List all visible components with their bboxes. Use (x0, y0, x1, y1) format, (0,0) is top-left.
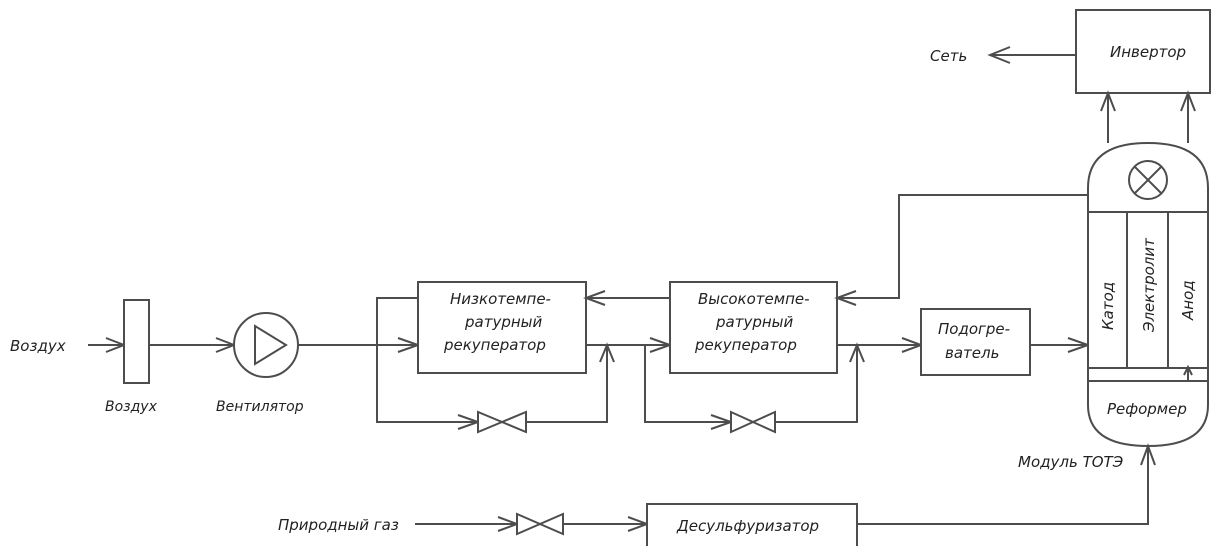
high-bypass-line (644, 345, 731, 423)
grid-label: Сеть (930, 47, 967, 65)
reformer-label: Реформер (1107, 400, 1187, 418)
arrow-icon (1183, 364, 1193, 376)
cathode-label: Катод (1099, 282, 1117, 330)
air-inlet-label: Воздух (10, 337, 66, 355)
valve-icon (730, 410, 756, 434)
valve-icon (499, 410, 527, 434)
low-recuperator-label-line1: Низкотемпе- (450, 290, 551, 308)
high-recuperator-label-line1: Высокотемпе- (698, 290, 810, 308)
arrow-icon (1180, 90, 1196, 112)
low-recuperator-label-line3: рекуператор (443, 336, 546, 354)
low-recuperator-label-line2: ратурный (464, 313, 543, 331)
arrow-icon (583, 290, 606, 306)
cross-icon (1134, 166, 1162, 194)
desulfurizer-label: Десульфуризатор (676, 517, 819, 535)
low-temp-recuperator (417, 281, 587, 374)
valve-icon (516, 512, 543, 536)
arrow-icon (987, 46, 1011, 64)
fan-symbol (233, 312, 299, 378)
valve-icon (537, 512, 564, 536)
heater-block (920, 308, 1031, 376)
fan-label: Вентилятор (216, 399, 304, 415)
high-bypass-return-line (775, 345, 858, 423)
inverter-label: Инвертор (1110, 43, 1186, 61)
low-bypass-line (376, 297, 478, 423)
high-temp-recuperator (669, 281, 838, 374)
valve-icon (477, 410, 505, 434)
exhaust-return-line (837, 194, 1088, 299)
heater-label-line2: ватель (945, 344, 999, 362)
electrolyte-label: Электролит (1140, 237, 1158, 333)
filter-label: Воздух (105, 399, 158, 415)
desulfurizer-to-reformer-line (857, 446, 1149, 525)
fan-triangle-icon (254, 324, 288, 366)
valve-icon (750, 410, 776, 434)
module-label: Модуль ТОТЭ (1018, 453, 1124, 471)
arrow-icon (1140, 443, 1156, 466)
filter-block (123, 299, 150, 384)
anode-label: Анод (1179, 280, 1197, 321)
arrow-icon (834, 290, 857, 306)
high-recuperator-label-line2: ратурный (715, 313, 794, 331)
heater-label-line1: Подогре- (938, 320, 1010, 338)
natural-gas-label: Природный газ (278, 516, 399, 534)
arrow-icon (1100, 90, 1116, 112)
cell-stack (1087, 211, 1209, 369)
inverter-block (1075, 9, 1211, 94)
low-bypass-return-line (526, 345, 608, 423)
high-recuperator-label-line3: рекуператор (694, 336, 797, 354)
